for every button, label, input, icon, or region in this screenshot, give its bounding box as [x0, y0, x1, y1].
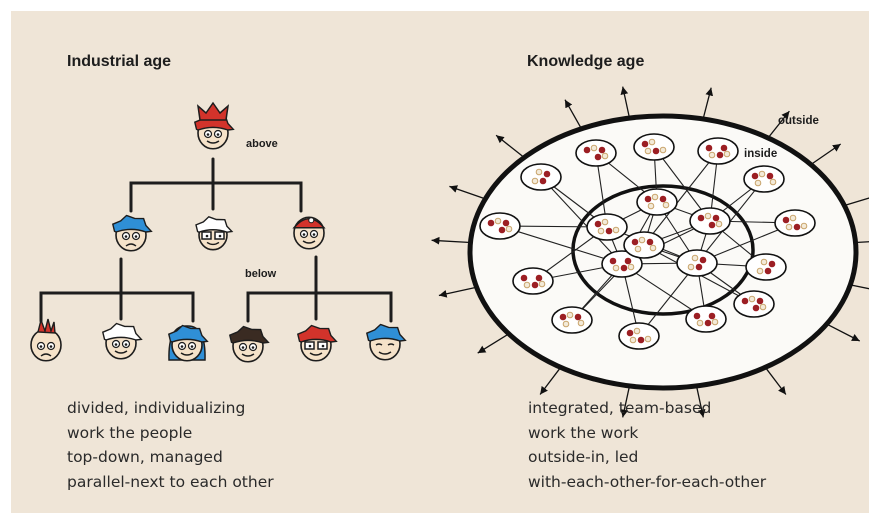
outward-arrow	[431, 236, 471, 245]
inside-label: inside	[744, 148, 778, 160]
knowledge-caption-2: work the work	[528, 423, 639, 442]
team-node	[733, 290, 775, 318]
knowledge-caption-3: outside-in, led	[528, 448, 639, 466]
team-link	[540, 176, 623, 265]
manager-face-red-cap-icon	[292, 216, 326, 250]
below-label: below	[245, 268, 277, 280]
team-node	[774, 209, 816, 237]
hierarchy-connector	[129, 181, 303, 213]
team-node	[623, 231, 665, 259]
outward-arrow	[695, 385, 706, 418]
worker-face-mohawk-icon	[30, 317, 62, 362]
team-node	[520, 163, 562, 191]
king-face-icon	[193, 101, 235, 150]
outward-arrow	[564, 99, 582, 130]
worker-face-blue-sleepy-icon	[365, 323, 407, 361]
worker-face-old-icon	[101, 322, 143, 360]
industrial-age-title: Industrial age	[67, 53, 172, 70]
outward-arrow	[495, 134, 525, 159]
outward-arrow	[850, 284, 869, 290]
worker-face-blue-hair-icon	[167, 324, 209, 362]
outward-arrow	[620, 385, 631, 418]
hierarchy-connector	[39, 291, 195, 323]
team-node	[685, 305, 727, 333]
manager-face-white-glasses-icon	[195, 215, 234, 251]
team-node	[697, 137, 739, 165]
above-label: above	[246, 138, 278, 150]
team-link	[643, 150, 719, 246]
worker-face-bob-icon	[228, 325, 270, 363]
outward-arrow	[826, 323, 860, 342]
diagram-canvas: Industrial age Knowledge age above below…	[11, 11, 869, 513]
team-node	[575, 139, 617, 167]
industrial-caption-4: parallel-next to each other	[67, 472, 274, 491]
team-node	[479, 212, 521, 240]
team-node	[745, 253, 787, 281]
outward-arrow	[767, 110, 790, 139]
outward-arrow	[438, 286, 477, 298]
outward-arrow	[810, 143, 842, 166]
team-node	[618, 322, 660, 350]
team-node	[586, 213, 628, 241]
manager-face-blue-icon	[111, 214, 153, 252]
outward-arrow	[449, 185, 486, 200]
outward-arrow	[855, 241, 869, 244]
knowledge-caption-1: integrated, team-based	[528, 399, 712, 417]
outward-arrow	[764, 366, 787, 395]
hierarchy-connector	[246, 291, 393, 323]
knowledge-captions: integrated, team-based work the work out…	[528, 396, 766, 494]
worker-face-red-glasses-icon	[296, 324, 338, 362]
hierarchy-diagram	[30, 101, 407, 363]
industrial-captions: divided, individualizing work the people…	[67, 396, 274, 494]
industrial-caption-2: work the people	[67, 423, 193, 442]
team-node	[633, 133, 675, 161]
industrial-caption-1: divided, individualizing	[67, 399, 246, 417]
team-node	[743, 165, 785, 193]
outside-label: outside	[778, 115, 819, 127]
outward-arrow	[702, 87, 714, 120]
knowledge-caption-4: with-each-other-for-each-other	[528, 472, 767, 491]
inner-boundary	[571, 184, 755, 316]
outward-arrow	[477, 333, 510, 354]
knowledge-age-title: Knowledge age	[527, 53, 645, 70]
team-link	[499, 225, 623, 265]
team-node	[689, 207, 731, 235]
outward-arrow	[539, 366, 562, 395]
team-node	[636, 188, 678, 216]
outward-arrow	[620, 86, 631, 119]
team-node	[601, 250, 643, 278]
team-node	[512, 267, 554, 295]
team-node	[551, 306, 593, 334]
industrial-caption-3: top-down, managed	[67, 448, 223, 466]
network-diagram	[431, 86, 869, 418]
outward-arrow	[844, 197, 869, 207]
team-node	[676, 249, 718, 277]
